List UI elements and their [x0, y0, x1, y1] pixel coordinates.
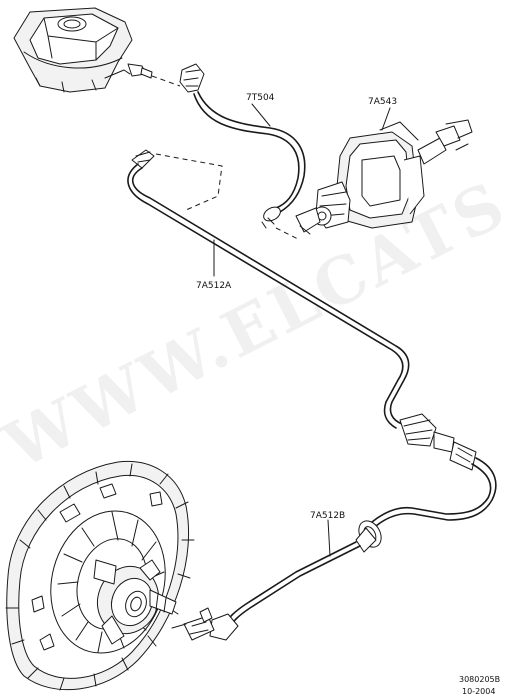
hose-7t504 [179, 63, 306, 241]
clutch-master-cylinder-7a543 [295, 119, 473, 235]
label-7a512a: 7A512A [196, 281, 232, 291]
pipe-7a512a [127, 149, 455, 453]
label-7a543: 7A543 [368, 97, 397, 107]
leader-7t504 [251, 103, 271, 127]
drawing-number: 3080205B [459, 675, 500, 684]
drawing-date: 10-2004 [462, 687, 495, 696]
leader-7a543 [381, 107, 391, 131]
pipe-7a512b [171, 441, 497, 641]
fluid-reservoir [13, 7, 133, 93]
label-7t504: 7T504 [246, 93, 275, 103]
reservoir-outlet [127, 63, 181, 87]
leader-7a512b [327, 519, 331, 557]
label-7a512b: 7A512B [310, 511, 345, 521]
concentric-slave-cylinder [93, 559, 177, 645]
